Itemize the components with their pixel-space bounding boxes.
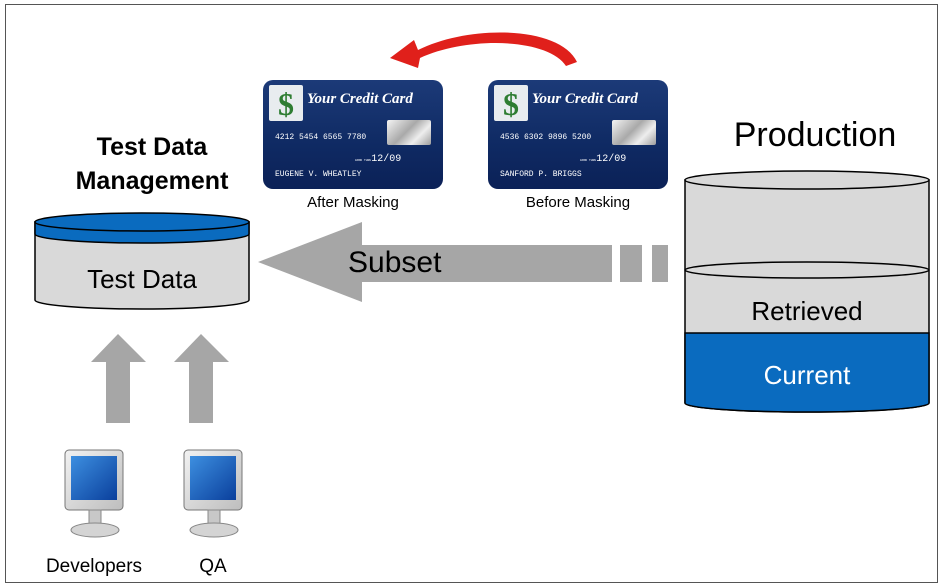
- tdm-title: Test Data Management: [75, 133, 229, 195]
- svg-text:$: $: [503, 86, 519, 121]
- card-holder: SANFORD P. BRIGGS: [500, 170, 582, 179]
- after-masking-caption: After Masking: [307, 194, 399, 211]
- card-number: 4536 6302 9896 5200: [500, 133, 592, 142]
- card-expiry: GOOD THRU12/09: [355, 154, 402, 165]
- slide-frame: [5, 4, 938, 583]
- qa-monitor-icon: [183, 449, 243, 538]
- svg-text:$: $: [278, 86, 294, 121]
- hologram-icon: [612, 120, 656, 145]
- up-arrow-developers-icon: [91, 334, 146, 423]
- card-number: 4212 5454 6565 7780: [275, 133, 367, 142]
- dollar-logo-icon: $: [269, 85, 303, 122]
- production-cylinder: [684, 170, 930, 413]
- dollar-logo-icon: $: [494, 85, 528, 122]
- up-arrow-qa-icon: [174, 334, 229, 423]
- card-title: Your Credit Card: [532, 91, 638, 107]
- card-holder: EUGENE V. WHEATLEY: [275, 170, 362, 179]
- qa-label: QA: [199, 556, 227, 577]
- current-label: Current: [763, 360, 851, 390]
- card-expiry: GOOD THRU12/09: [580, 154, 627, 165]
- developers-monitor-icon: [64, 449, 124, 538]
- test-data-cylinder: [34, 212, 250, 310]
- card-title: Your Credit Card: [307, 91, 413, 107]
- swap-arrow-icon: [390, 32, 577, 68]
- before-masking-caption: Before Masking: [525, 194, 631, 211]
- hologram-icon: [387, 120, 431, 145]
- credit-card-after: $ Your Credit Card 4212 5454 6565 7780 G…: [263, 80, 443, 189]
- developers-label: Developers: [45, 556, 143, 577]
- test-data-label: Test Data: [87, 264, 197, 294]
- subset-arrow: [258, 222, 668, 302]
- production-title: Production: [733, 116, 897, 154]
- retrieved-label: Retrieved: [751, 296, 863, 326]
- subset-label: Subset: [348, 246, 442, 279]
- credit-card-before: $ Your Credit Card 4536 6302 9896 5200 G…: [488, 80, 668, 189]
